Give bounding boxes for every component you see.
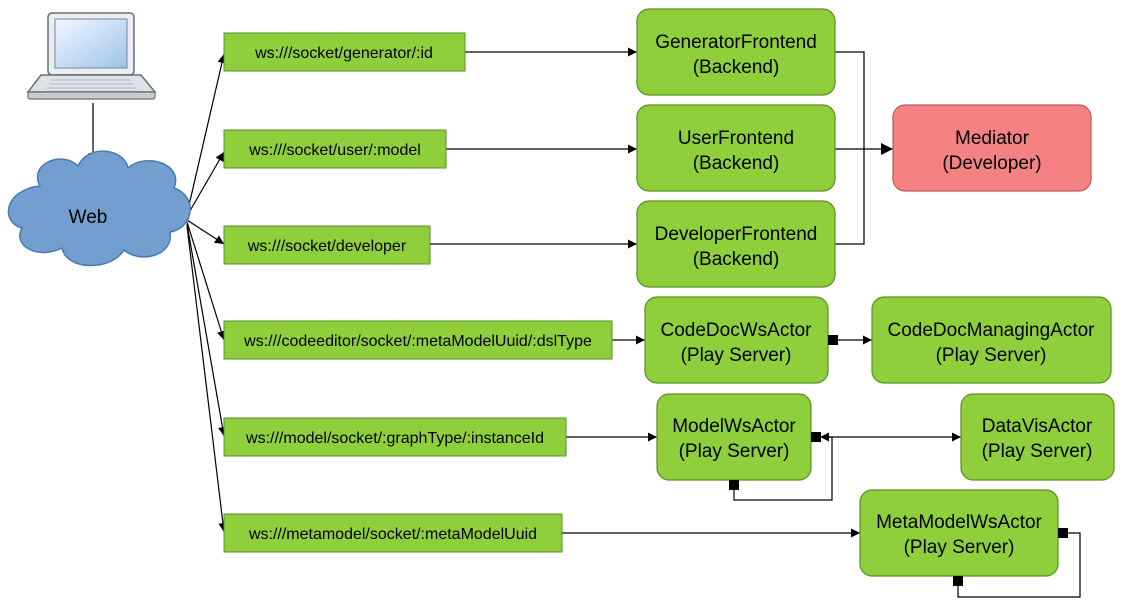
node-mediator-host: (Developer) [942, 153, 1041, 174]
connector-web-metamodel [186, 225, 228, 533]
node-code-doc-managing-actor-host: (Play Server) [936, 345, 1047, 366]
connectors [88, 47, 1081, 598]
ports [729, 335, 1068, 586]
web-cloud: Web [7, 150, 191, 267]
route-developer-label: ws:///socket/developer [247, 238, 407, 255]
port-codedoc-out [828, 335, 838, 345]
connector-web-user [186, 151, 225, 217]
route-user-label: ws:///socket/user/:model [248, 142, 421, 159]
node-code-doc-ws-actor-name: CodeDocWsActor [661, 320, 813, 341]
connector-web-generator [186, 53, 227, 215]
node-generator-frontend-host: (Backend) [693, 57, 780, 78]
route-labels: ws:///socket/generator/:id ws:///socket/… [223, 32, 613, 553]
node-code-doc-managing-actor: CodeDocManagingActor (Play Server) [871, 296, 1112, 384]
node-data-vis-actor: DataVisActor (Play Server) [960, 393, 1115, 481]
node-developer-frontend-name: DeveloperFrontend [655, 224, 818, 245]
node-model-ws-actor-name: ModelWsActor [672, 416, 796, 437]
node-meta-model-ws-actor-host: (Play Server) [904, 537, 1015, 558]
connector-web-model [186, 223, 227, 437]
route-user: ws:///socket/user/:model [223, 129, 447, 169]
connector-frontends-mediator [835, 51, 865, 245]
node-data-vis-actor-name: DataVisActor [982, 416, 1093, 437]
route-generator-label: ws:///socket/generator/:id [254, 45, 433, 62]
connector-web-developer [186, 219, 225, 245]
nodes: GeneratorFrontend (Backend) UserFrontend… [636, 8, 1115, 577]
node-generator-frontend: GeneratorFrontend (Backend) [636, 8, 836, 96]
route-generator: ws:///socket/generator/:id [223, 32, 466, 72]
connector-model-self-loop [733, 432, 833, 501]
route-codeeditor-label: ws:///codeeditor/socket/:metaModelUuid/:… [243, 333, 592, 350]
node-mediator: Mediator (Developer) [892, 104, 1092, 192]
node-data-vis-actor-host: (Play Server) [982, 441, 1093, 462]
route-developer: ws:///socket/developer [223, 225, 431, 265]
laptop-icon [26, 12, 157, 100]
node-generator-frontend-name: GeneratorFrontend [655, 32, 817, 53]
route-model-label: ws:///model/socket/:graphType/:instanceI… [245, 430, 544, 447]
route-model: ws:///model/socket/:graphType/:instanceI… [223, 417, 567, 457]
node-code-doc-managing-actor-name: CodeDocManagingActor [887, 320, 1095, 341]
node-model-ws-actor: ModelWsActor (Play Server) [656, 393, 812, 481]
node-model-ws-actor-host: (Play Server) [679, 441, 790, 462]
node-user-frontend: UserFrontend (Backend) [636, 104, 836, 192]
web-label: Web [69, 207, 108, 228]
port-model-right [811, 432, 821, 442]
route-metamodel-label: ws:///metamodel/socket/:metaModelUuid [248, 526, 537, 543]
port-metamodel-right [1058, 528, 1068, 538]
node-developer-frontend: DeveloperFrontend (Backend) [636, 200, 836, 288]
route-codeeditor: ws:///codeeditor/socket/:metaModelUuid/:… [223, 320, 613, 360]
node-user-frontend-name: UserFrontend [678, 128, 794, 149]
connector-web-codeeditor [186, 221, 226, 341]
route-metamodel: ws:///metamodel/socket/:metaModelUuid [223, 513, 563, 553]
connector-metamodel-self-loop [957, 532, 1081, 598]
node-developer-frontend-host: (Backend) [693, 249, 780, 270]
node-meta-model-ws-actor-name: MetaModelWsActor [876, 512, 1042, 533]
port-model-bottom [729, 480, 739, 490]
node-meta-model-ws-actor: MetaModelWsActor (Play Server) [859, 489, 1059, 577]
cloud-icon [7, 150, 191, 267]
node-code-doc-ws-actor: CodeDocWsActor (Play Server) [644, 296, 829, 384]
node-code-doc-ws-actor-host: (Play Server) [681, 345, 792, 366]
port-metamodel-bottom [953, 576, 963, 586]
node-user-frontend-host: (Backend) [693, 153, 780, 174]
node-mediator-name: Mediator [955, 128, 1030, 149]
